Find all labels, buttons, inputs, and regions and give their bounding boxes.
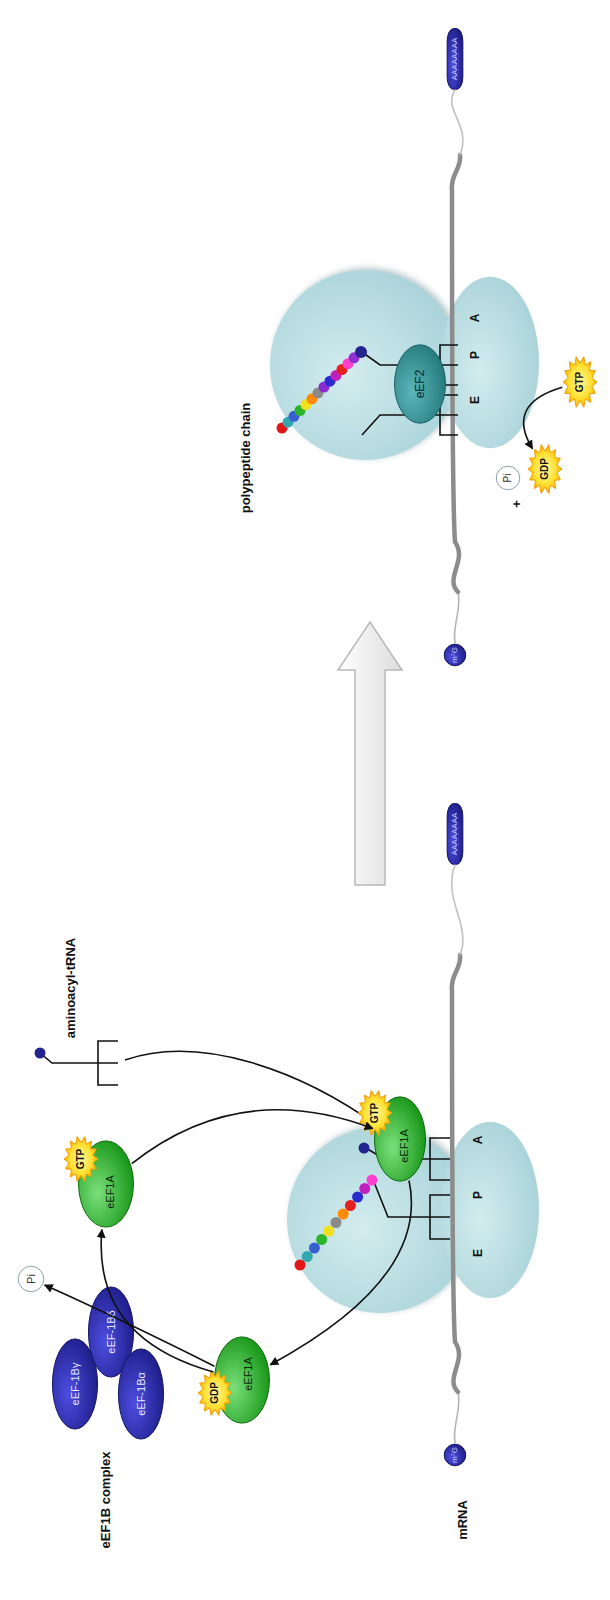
node-text: eEF1A — [105, 1175, 116, 1209]
amino-acid — [359, 1143, 370, 1154]
elongation-factor: eEF2 — [394, 344, 446, 424]
diagram-label: aminoacyl-tRNA — [63, 938, 78, 1038]
process-arrow — [338, 622, 402, 885]
trna — [362, 345, 458, 1239]
poly-a-tail: AAAAAAAA — [447, 803, 463, 865]
gtp-star-fill — [563, 357, 597, 408]
node-text: eEF-1Bα — [136, 1372, 147, 1416]
amino-acid — [35, 1048, 46, 1059]
protein-subunit: eEF-1Bα — [118, 1348, 164, 1440]
phosphate-circle: Pi — [18, 1266, 44, 1292]
mrna-cap: m⁷G — [444, 644, 466, 666]
gtp-star-fill — [64, 1137, 98, 1182]
elongation-factor: eEF1AGDP — [214, 1336, 270, 1424]
small-subunit-fill — [441, 1122, 539, 1298]
elongation-factor: eEF1AGTP — [374, 1096, 426, 1182]
gdp-star-fill — [198, 1371, 232, 1416]
small-subunit-outline — [440, 275, 540, 450]
phosphate-circle-fill — [18, 1266, 43, 1291]
node-text: eEF1A — [399, 1129, 410, 1163]
mrna-cap-fill — [444, 644, 466, 666]
gtp-star-fill — [358, 1091, 392, 1136]
gtp-star: GTP — [358, 1090, 392, 1136]
node-text: AAAAAAAA — [451, 813, 459, 856]
aminoacyl-trna — [40, 1041, 378, 1126]
mrna-cap: m⁷G — [444, 1444, 466, 1466]
node-text: eEF-1Bγ — [70, 1363, 81, 1406]
node-text: eEF1A — [243, 1357, 254, 1391]
poly-a-tail-fill — [447, 804, 463, 865]
node-text: E — [472, 1249, 484, 1257]
node-text: m⁷G — [451, 647, 459, 663]
node-text: P — [472, 1191, 484, 1199]
small-subunit: E P A — [440, 275, 540, 450]
poly-a-tail-fill — [447, 29, 463, 90]
poly-a-tail: AAAAAAAA — [447, 28, 463, 90]
phosphate-circle-fill — [496, 466, 520, 490]
phosphate-circle: Pi — [496, 466, 520, 490]
gtp-star: GTP — [563, 356, 597, 408]
node-text: E — [469, 396, 481, 404]
cycle-arrow — [270, 1181, 411, 1365]
node-text: m⁷G — [451, 1447, 459, 1463]
node-text: GDP — [210, 1382, 220, 1404]
small-subunit-outline — [440, 1120, 540, 1300]
diagram-label: polypeptide chain — [238, 403, 253, 514]
small-subunit: E P A — [440, 1120, 540, 1300]
elongation-factor-fill — [395, 345, 446, 423]
node-text: GTP — [575, 372, 585, 393]
cycle-arrow — [132, 1110, 373, 1164]
mrna-cap-fill — [444, 1444, 466, 1466]
node-text: eEF2 — [414, 370, 426, 399]
node-text: GTP — [370, 1103, 380, 1124]
diagram-label: mRNA — [455, 1500, 470, 1540]
node-text: GTP — [76, 1149, 86, 1170]
gdp-star: GDP — [198, 1370, 232, 1416]
gtp-star: GTP — [64, 1136, 98, 1182]
gdp-star-fill — [528, 445, 562, 494]
node-text: Pi — [503, 474, 513, 483]
node-text: eEF-1Bδ — [106, 1310, 117, 1353]
node-text: P — [469, 351, 481, 359]
large-subunit — [270, 270, 460, 460]
protein-subunit-fill — [118, 1349, 163, 1439]
gdp-star: GDP — [528, 444, 562, 494]
small-subunit-fill — [441, 277, 539, 449]
node-text: AAAAAAAA — [451, 38, 459, 81]
node-text: GDP — [540, 458, 550, 480]
diagram-label: + — [509, 500, 524, 508]
node-text: Pi — [26, 1274, 37, 1284]
node-text: A — [472, 1136, 484, 1145]
polypeptide-beads — [277, 346, 378, 1271]
elongation-factor: eEF1A GTP — [78, 1140, 134, 1228]
diagram-label: eEF1B complex — [98, 1452, 113, 1549]
node-text: A — [469, 314, 481, 323]
